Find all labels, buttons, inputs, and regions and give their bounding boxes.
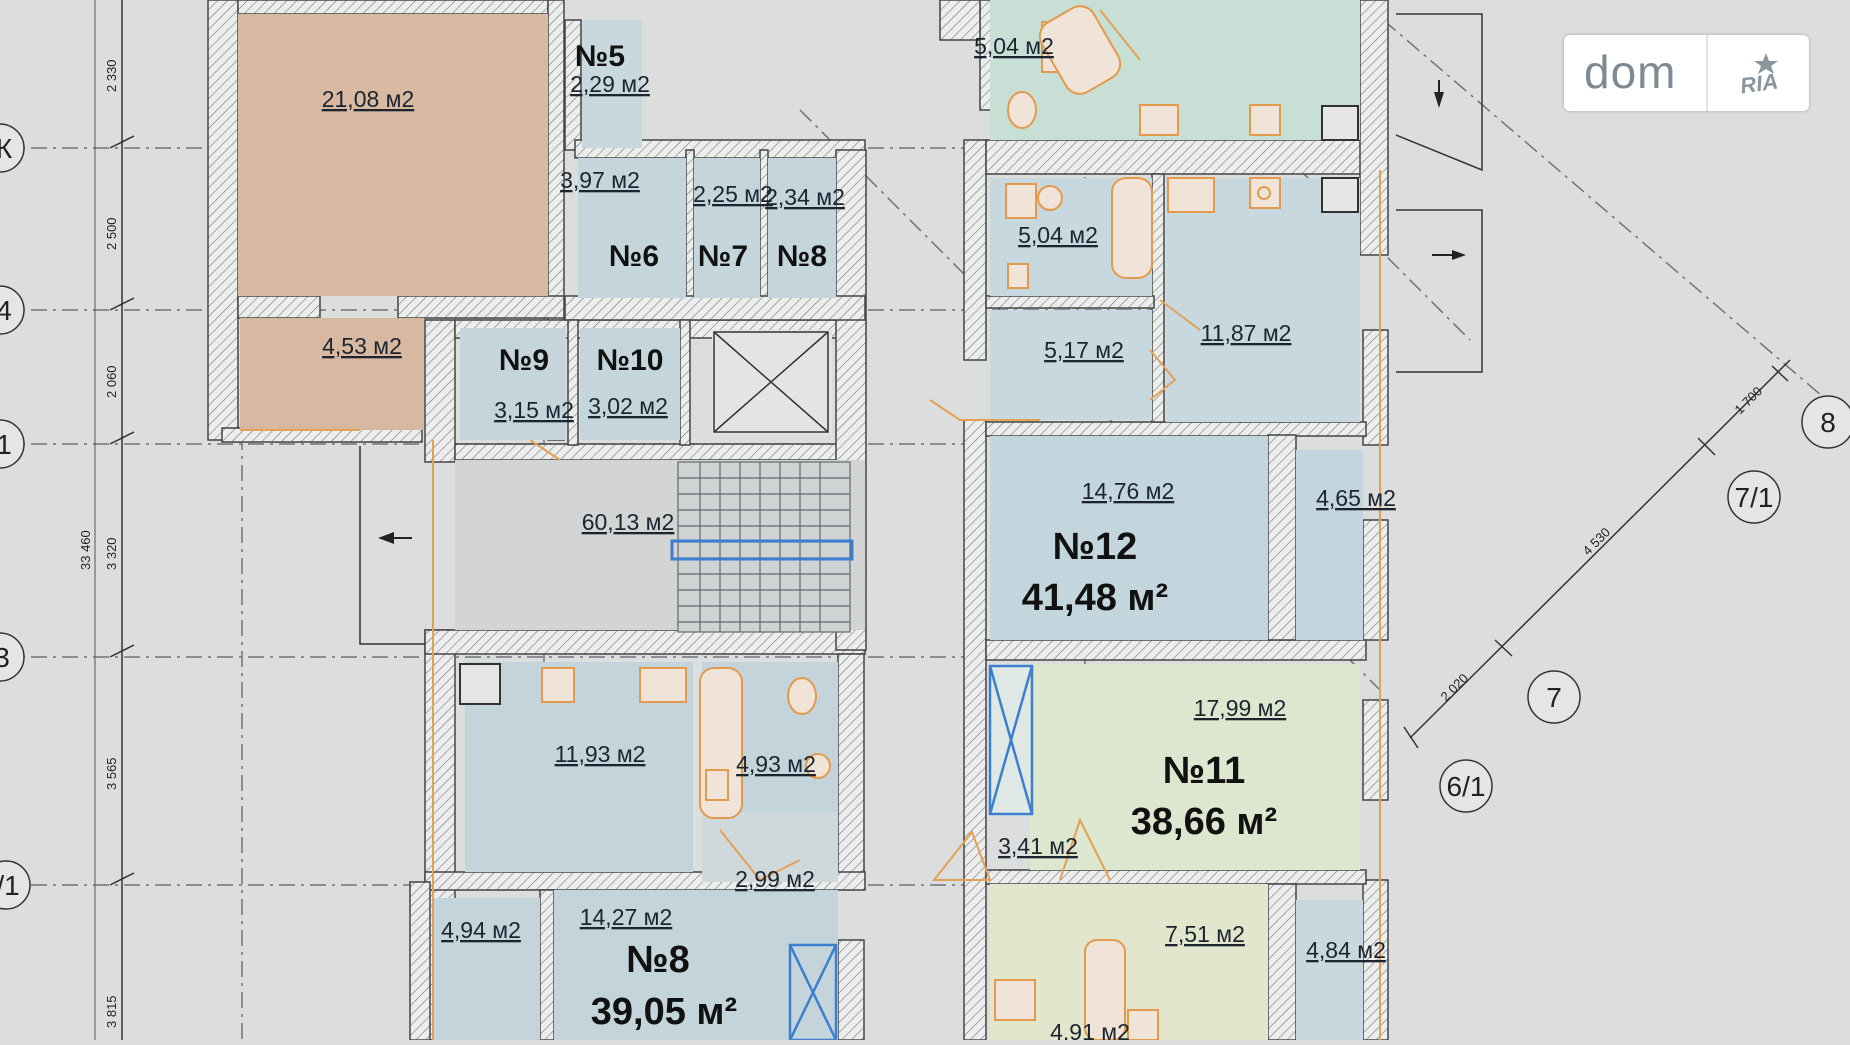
axis-label-1-1: /1 [0, 870, 20, 901]
room-area-11-87: 11,87 м2 [1201, 320, 1292, 346]
unit-number-10: №10 [597, 344, 664, 377]
dimension-line-left [94, 0, 135, 1040]
elevator-shaft [713, 331, 829, 433]
ria-logo-icon: RIA [1739, 53, 1780, 95]
fixtures [541, 5, 1281, 1041]
apartment-number-11: №11 [1163, 750, 1246, 792]
watermark-brand: dom [1584, 46, 1677, 98]
dimension-line-diagonal [1403, 359, 1791, 749]
apartment-number-12: №12 [1053, 526, 1138, 568]
door-swings [240, 9, 1381, 1040]
unit-number-5: №5 [575, 40, 625, 73]
dimension-33460: 33 460 [78, 530, 93, 570]
room-area-17-99: 17,99 м2 [1194, 695, 1287, 721]
dimension-2500: 2 500 [104, 217, 119, 250]
dimension-3565: 3 565 [104, 757, 119, 790]
room-area-2-99: 2,99 м2 [735, 866, 815, 892]
staircase [677, 461, 851, 633]
unit-number-6: №6 [609, 240, 659, 273]
room-area-4-53: 4,53 м2 [322, 333, 402, 359]
room-area-3-02: 3,02 м2 [588, 393, 668, 419]
balcony-frames [788, 664, 1034, 1042]
apartment-total-11: 38,66 м² [1131, 801, 1277, 843]
room-area-5-17: 5,17 м2 [1044, 337, 1124, 363]
apartment-total-8: 39,05 м² [591, 991, 737, 1033]
svg-text:RIA: RIA [1739, 68, 1780, 95]
room-area-60-13: 60,13 м2 [582, 509, 675, 535]
room-area-4-93: 4,93 м2 [736, 751, 816, 777]
axis-label-4: 4 [0, 295, 12, 326]
room-area-4-65: 4,65 м2 [1316, 485, 1396, 511]
apartment-total-12: 41,48 м² [1022, 577, 1168, 619]
stair-landing-marker [670, 539, 854, 561]
room-area-4-84: 4,84 м2 [1306, 937, 1386, 963]
room-area-14-27: 14,27 м2 [580, 904, 673, 930]
room-area-4-94: 4,94 м2 [441, 917, 521, 943]
room-fills [238, 0, 1363, 1040]
room-area-14-76: 14,76 м2 [1082, 478, 1175, 504]
unit-number-9: №9 [499, 344, 549, 377]
axis-label-7: 7 [1546, 682, 1562, 713]
room-area-21-08: 21,08 м2 [322, 86, 415, 112]
axis-markers [0, 123, 1850, 910]
axis-label-8: 8 [1820, 407, 1836, 438]
side-panels [359, 13, 1483, 645]
apartment-number-8: №8 [626, 939, 690, 981]
room-area-11-93: 11,93 м2 [555, 741, 646, 767]
room-area-3-97: 3,97 м2 [560, 167, 640, 193]
room-area-4-91: 4,91 м2 [1050, 1019, 1130, 1040]
axis-label-3: 3 [0, 642, 10, 673]
watermark-divider [1706, 35, 1708, 111]
room-area-3-41: 3,41 м2 [998, 833, 1078, 859]
room-area-5-04: 5,04 м2 [1018, 222, 1098, 248]
axis-label-6-1: 6/1 [1447, 771, 1486, 802]
unit-number-7: №7 [698, 240, 748, 273]
direction-arrows [378, 80, 1466, 544]
walls [207, 0, 1389, 1041]
unit-number-8-storage: №8 [777, 240, 827, 273]
axis-label-7-1: 7/1 [1735, 482, 1774, 513]
room-area-2-34: 2,34 м2 [765, 184, 845, 210]
room-area-3-15: 3,15 м2 [494, 397, 574, 423]
dom-ria-watermark: dom RIA [1564, 35, 1809, 111]
room-area-7-51: 7,51 м2 [1165, 921, 1245, 947]
dimension-2060: 2 060 [104, 365, 119, 398]
axis-label-k: К [0, 133, 13, 164]
room-area-2-29: 2,29 м2 [570, 71, 650, 97]
room-area-2-25: 2,25 м2 [693, 181, 773, 207]
axis-label-1: 1 [0, 429, 12, 460]
dimension-3815: 3 815 [104, 995, 119, 1028]
room-area-5-04-top: 5,04 м2 [974, 33, 1054, 59]
dimension-2330: 2 330 [104, 59, 119, 92]
vent-shafts [459, 105, 1359, 705]
dimension-3320: 3 320 [104, 537, 119, 570]
